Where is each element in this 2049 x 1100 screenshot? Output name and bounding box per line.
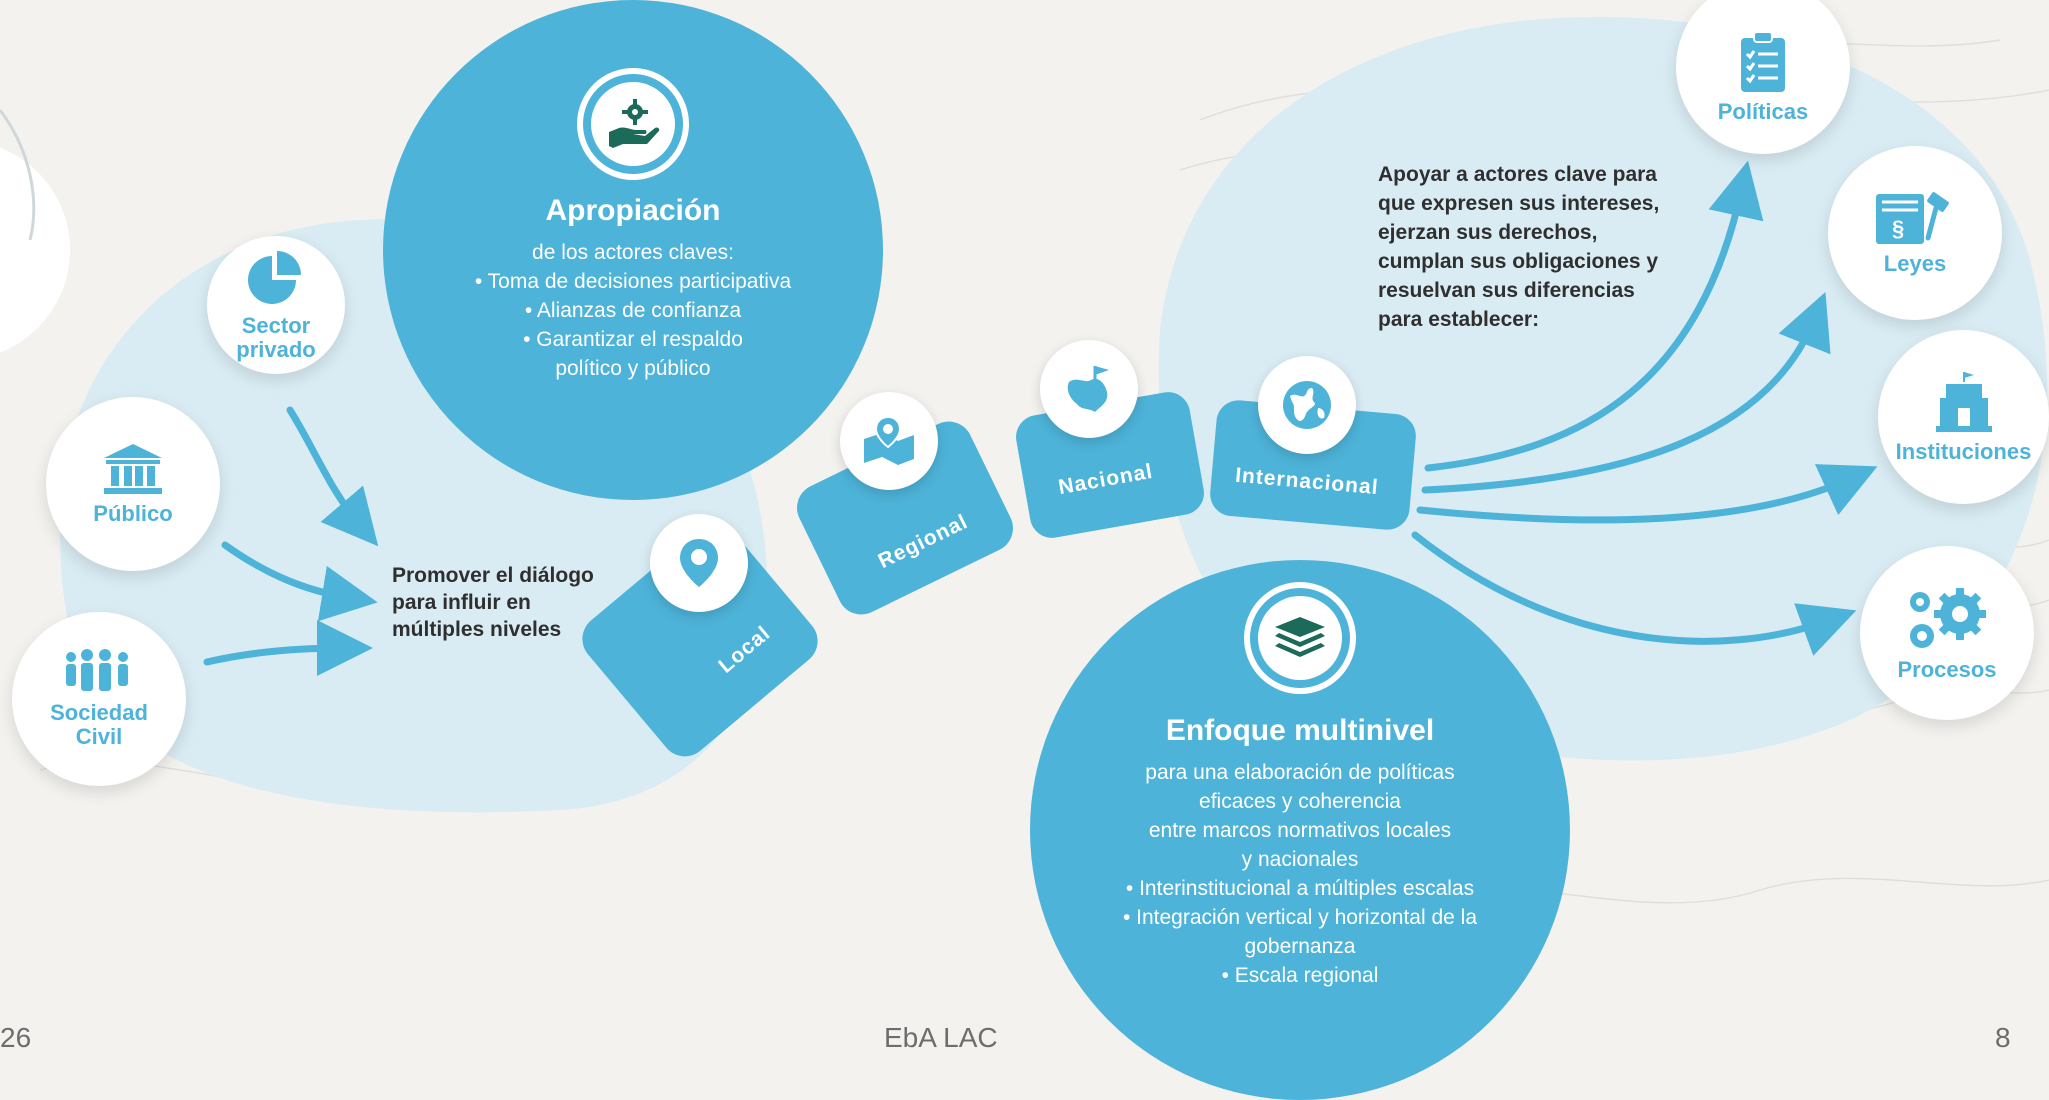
people-group-icon bbox=[66, 649, 128, 691]
apropiacion-circle: Apropiación de los actores claves: • Tom… bbox=[383, 0, 883, 500]
footer-left-number: 26 bbox=[0, 1022, 32, 1053]
apropiacion-line: • Alianzas de confianza bbox=[524, 299, 742, 322]
arrow-instituciones bbox=[1416, 464, 1878, 524]
outcome-label-politicas: Políticas bbox=[1717, 99, 1809, 124]
promover-line: para influir en bbox=[392, 591, 531, 614]
background-graphics bbox=[0, 17, 2049, 904]
government-building-icon bbox=[104, 444, 162, 494]
enfoque-line: eficaces y coherencia bbox=[1199, 790, 1401, 813]
enfoque-line: y nacionales bbox=[1241, 848, 1359, 871]
apoyar-line: resuelvan sus diferencias bbox=[1378, 279, 1635, 302]
arrow-privado bbox=[286, 406, 379, 547]
actor-label-publico: Público bbox=[93, 501, 173, 526]
pie-chart-icon bbox=[248, 251, 301, 304]
clipboard-checklist-icon bbox=[1741, 31, 1785, 92]
level-block-internacional bbox=[1210, 400, 1416, 530]
promover-line: Promover el diálogo bbox=[392, 564, 594, 587]
footer-center-label: EbA LAC bbox=[884, 1022, 998, 1053]
svg-text:§: § bbox=[1892, 216, 1904, 241]
apoyar-line: Apoyar a actores clave para bbox=[1378, 163, 1657, 186]
apoyar-line: ejerzan sus derechos, bbox=[1378, 221, 1598, 244]
actor-sociedad-civil: Sociedad Civil bbox=[12, 612, 186, 786]
globe-icon bbox=[1258, 356, 1356, 454]
law-gavel-icon: § bbox=[1876, 192, 1949, 244]
outcome-instituciones: Instituciones bbox=[1878, 330, 2049, 504]
arrow-procesos bbox=[1411, 531, 1857, 656]
apoyar-text: Apoyar a actores clave para que expresen… bbox=[1378, 160, 1659, 334]
actor-label-sector-privado: Sector privado bbox=[236, 313, 316, 362]
outcome-label-procesos: Procesos bbox=[1897, 657, 1997, 682]
actor-sector-privado: Sector privado bbox=[207, 236, 345, 374]
enfoque-line: gobernanza bbox=[1244, 935, 1356, 958]
enfoque-circle: Enfoque multinivel para una elaboración … bbox=[1030, 560, 1570, 1100]
page-number: 8 bbox=[1995, 1022, 2011, 1053]
apoyar-line: cumplan sus obligaciones y bbox=[1378, 250, 1659, 273]
actor-label-sociedad-civil: Sociedad Civil bbox=[50, 700, 148, 749]
apropiacion-line: • Toma de decisiones participativa bbox=[474, 270, 792, 293]
gears-icon bbox=[1910, 588, 1986, 648]
outcome-leyes: § Leyes bbox=[1828, 146, 2002, 320]
location-pin-icon bbox=[650, 514, 748, 612]
enfoque-line: • Escala regional bbox=[1221, 964, 1379, 987]
partial-circle bbox=[0, 147, 70, 353]
apoyar-line: para establecer: bbox=[1378, 308, 1540, 331]
layers-icon bbox=[1258, 596, 1342, 680]
institution-building-icon bbox=[1935, 372, 1992, 432]
enfoque-icon-ring bbox=[1244, 582, 1356, 694]
enfoque-title: Enfoque multinivel bbox=[1165, 714, 1435, 747]
apoyar-line: que expresen sus intereses, bbox=[1378, 192, 1660, 215]
apropiacion-line: político y público bbox=[555, 357, 711, 380]
outcome-politicas: Políticas bbox=[1676, 0, 1850, 154]
enfoque-line: • Integración vertical y horizontal de l… bbox=[1122, 906, 1478, 929]
enfoque-line: • Interinstitucional a múltiples escalas bbox=[1125, 877, 1475, 900]
arrow-leyes bbox=[1421, 292, 1831, 494]
level-block-local bbox=[582, 523, 818, 757]
promover-text: Promover el diálogo para influir en múlt… bbox=[392, 562, 594, 643]
outcome-procesos: Procesos bbox=[1860, 546, 2034, 720]
arrow-publico bbox=[221, 541, 378, 622]
apropiacion-title: Apropiación bbox=[545, 194, 721, 227]
arrow-politicas bbox=[1424, 160, 1764, 472]
actor-publico: Público bbox=[46, 397, 220, 571]
map-pin-icon bbox=[840, 392, 938, 490]
enfoque-line: entre marcos normativos locales bbox=[1148, 819, 1452, 842]
outcome-label-instituciones: Instituciones bbox=[1895, 439, 2032, 464]
country-flag-icon bbox=[1040, 340, 1138, 438]
promover-line: múltiples niveles bbox=[392, 618, 562, 641]
apropiacion-line: • Garantizar el respaldo bbox=[523, 328, 743, 351]
outcome-label-leyes: Leyes bbox=[1883, 251, 1947, 276]
arrow-sociedad bbox=[203, 620, 373, 677]
enfoque-line: para una elaboración de políticas bbox=[1145, 761, 1455, 784]
apropiacion-line: de los actores claves: bbox=[532, 241, 734, 264]
apropiacion-icon-ring bbox=[577, 68, 689, 180]
hand-gear-icon bbox=[591, 82, 675, 166]
